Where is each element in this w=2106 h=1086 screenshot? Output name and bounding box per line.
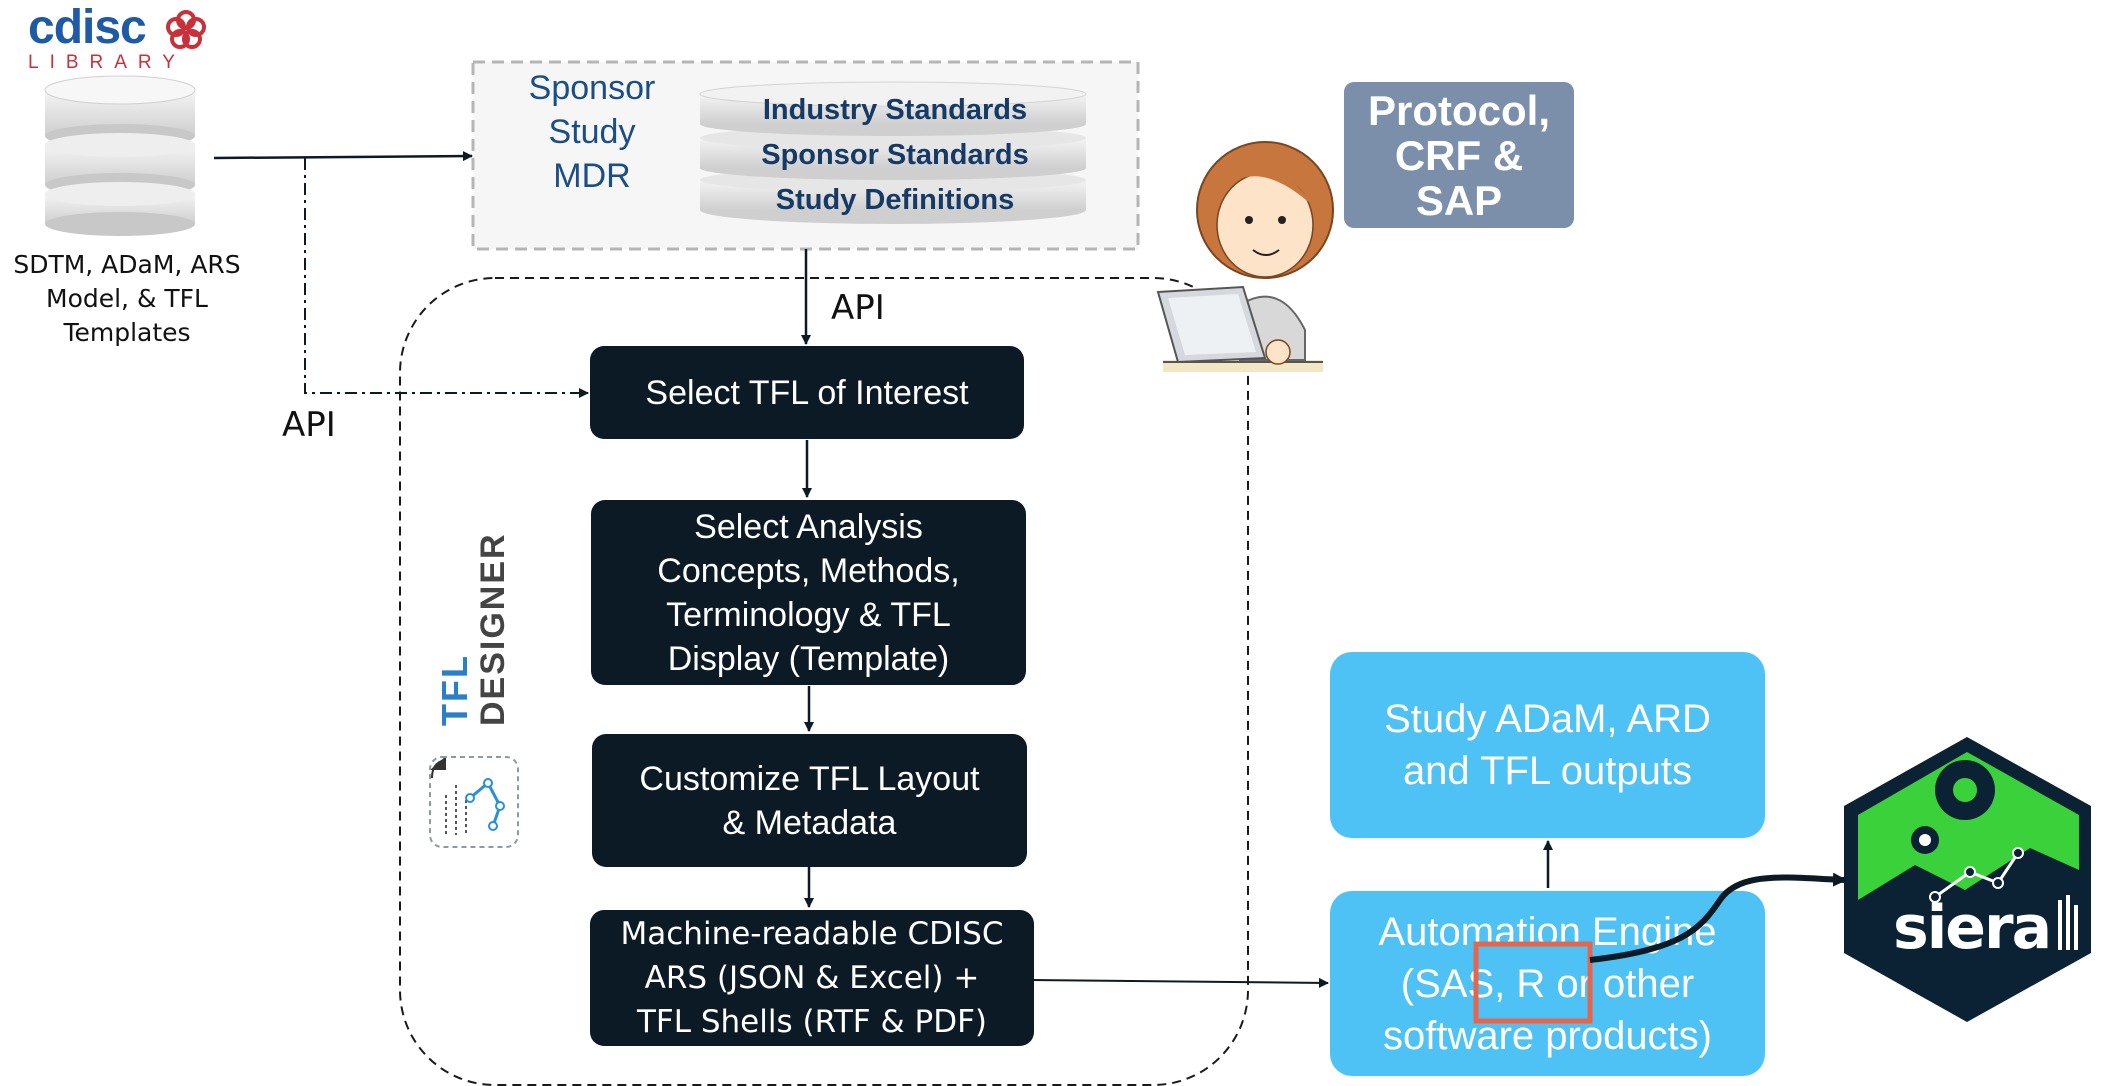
tfl-designer-chart-icon bbox=[429, 756, 519, 848]
outputs-line: and TFL outputs bbox=[1402, 749, 1693, 793]
library-caption: SDTM, ADaM, ARS Model, & TFL Templates bbox=[0, 248, 254, 350]
api-label-left: API bbox=[282, 405, 336, 445]
step-line: ARS (JSON & Excel) + bbox=[644, 960, 980, 996]
mdr-layer-study: Study Definitions bbox=[775, 184, 1015, 216]
study-outputs-box: Study ADaM, ARD and TFL outputs bbox=[1330, 652, 1765, 838]
outputs-line: Study ADaM, ARD bbox=[1384, 697, 1711, 741]
person-at-laptop-icon bbox=[1156, 141, 1334, 372]
step-line: Select Analysis bbox=[694, 507, 923, 546]
highlight-r-box bbox=[1473, 941, 1593, 1024]
protocol-line: SAP bbox=[1415, 176, 1503, 224]
cdisc-logo-word: cdisc bbox=[28, 1, 147, 54]
mdr-layer-industry: Industry Standards bbox=[762, 94, 1028, 126]
library-caption-line: Templates bbox=[63, 318, 191, 347]
siera-wordmark: siera bbox=[1893, 893, 2052, 963]
protocol-line: CRF & bbox=[1394, 131, 1524, 179]
step-customize-layout: Customize TFL Layout & Metadata bbox=[592, 734, 1027, 867]
mdr-layer-sponsor: Sponsor Standards bbox=[761, 139, 1029, 171]
automation-engine-box: Automation Engine (SAS, R or other softw… bbox=[1330, 891, 1765, 1076]
step-select-tfl: Select TFL of Interest bbox=[590, 346, 1024, 439]
library-caption-line: Model, & TFL bbox=[46, 284, 208, 313]
database-icon bbox=[44, 75, 196, 236]
step-line: TFL Shells (RTF & PDF) bbox=[636, 1004, 988, 1040]
tfl-designer-container bbox=[399, 277, 1249, 1086]
library-caption-line: SDTM, ADaM, ARS bbox=[13, 250, 241, 279]
protocol-crf-sap-box: Protocol, CRF & SAP bbox=[1344, 82, 1574, 228]
step-select-analysis: Select Analysis Concepts, Methods, Termi… bbox=[591, 500, 1026, 685]
cdisc-flower-icon bbox=[166, 10, 206, 49]
step-line: Display (Template) bbox=[667, 639, 950, 678]
mdr-disk-stack bbox=[699, 81, 1087, 224]
step-line: Concepts, Methods, bbox=[657, 551, 960, 590]
step-line: Customize TFL Layout bbox=[639, 759, 980, 798]
arrow-library-to-select bbox=[304, 158, 589, 398]
cdisc-library-logo: cdisc LIBRARY bbox=[28, 1, 186, 73]
step-machine-readable-ars: Machine-readable CDISC ARS (JSON & Excel… bbox=[590, 910, 1034, 1046]
mdr-title-line: Sponsor bbox=[528, 69, 656, 107]
mdr-title-line: MDR bbox=[553, 157, 631, 195]
protocol-line: Protocol, bbox=[1367, 86, 1550, 134]
arrow-library-to-mdr bbox=[213, 151, 473, 162]
mdr-title: Sponsor Study MDR bbox=[512, 66, 672, 198]
arrow-r-to-siera bbox=[1589, 872, 1847, 963]
step-line: Machine-readable CDISC bbox=[620, 916, 1004, 952]
engine-line: (SAS, R or other bbox=[1400, 961, 1695, 1006]
step-line: & Metadata bbox=[722, 803, 897, 842]
arrow-ars-to-engine bbox=[1029, 977, 1329, 988]
siera-logo-icon bbox=[1844, 737, 2091, 1022]
cdisc-logo-sub: LIBRARY bbox=[28, 52, 186, 73]
step-line: Terminology & TFL bbox=[666, 595, 951, 634]
api-label-top: API bbox=[831, 288, 885, 328]
step-line: Select TFL of Interest bbox=[645, 373, 969, 412]
mdr-title-line: Study bbox=[548, 113, 636, 151]
